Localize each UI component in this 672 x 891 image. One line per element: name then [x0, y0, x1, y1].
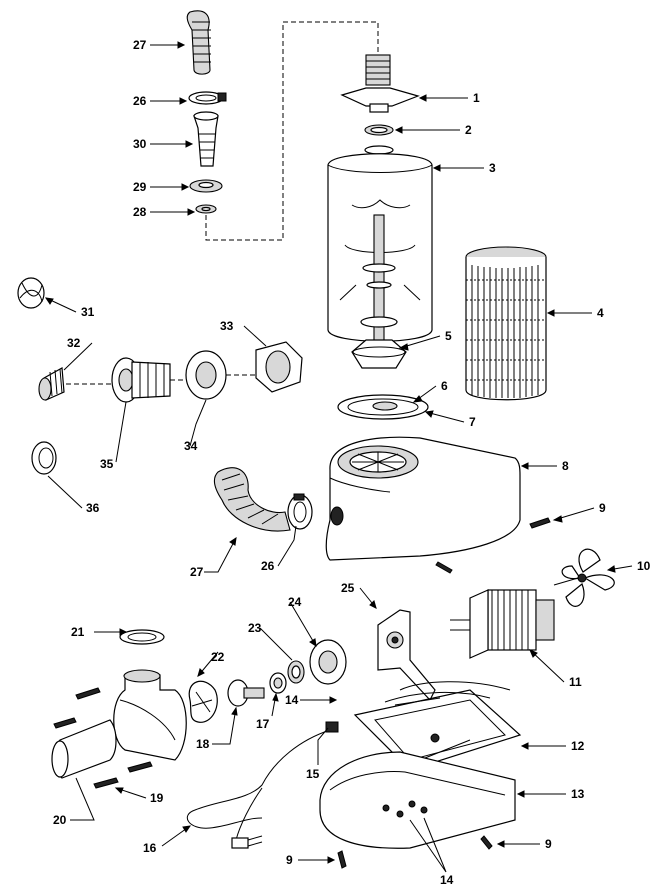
- screw-pump-4: [93, 777, 119, 789]
- part-29-nut: [189, 179, 223, 193]
- callout-11: 11: [569, 675, 582, 689]
- callout-26-lower: 26: [261, 559, 275, 573]
- part-4-pleated-cartridge: [465, 246, 547, 401]
- part-18-impeller-hub: [227, 679, 265, 707]
- part-8-housing: [325, 436, 521, 561]
- callout-26: 26: [133, 94, 147, 108]
- callout-labels: 27 26 30 29 28 1 2 3 4 5 6 7 8 9 10 11 1…: [53, 38, 651, 887]
- screw-pump-1: [75, 687, 101, 700]
- part-32-strainer: [38, 367, 65, 401]
- part-11-motor: [450, 577, 579, 659]
- part-34-gasket: [185, 350, 227, 400]
- callout-29: 29: [133, 180, 147, 194]
- part-25-bracket: [377, 609, 436, 702]
- part-36-ring: [31, 441, 57, 475]
- part-6-7-gasket: [337, 394, 429, 420]
- part-27-hose-lower: [213, 467, 291, 532]
- assembly-dashed-line: [205, 21, 379, 241]
- callout-14-upper: 14: [285, 693, 299, 707]
- screw-pump-3: [127, 761, 153, 773]
- part-30-threaded-adapter: [193, 111, 219, 167]
- part-2-o-ring: [364, 124, 394, 136]
- callout-1: 1: [473, 91, 480, 105]
- part-26-clamp-lower: [287, 493, 313, 530]
- callout-13: 13: [571, 787, 585, 801]
- part-27-hose-top: [186, 10, 211, 75]
- part-15-switch: [325, 721, 339, 733]
- callout-10: 10: [637, 559, 651, 573]
- part-31-cap: [17, 277, 45, 309]
- callout-31: 31: [81, 305, 95, 319]
- screw-9-lower-right: [480, 835, 493, 850]
- screw-housing-bottom: [435, 561, 453, 574]
- callout-36: 36: [86, 501, 100, 515]
- screw-9-upper: [529, 517, 551, 529]
- part-22-impeller: [188, 680, 218, 723]
- callout-33: 33: [220, 319, 234, 333]
- callout-30: 30: [133, 137, 147, 151]
- callout-23: 23: [248, 621, 262, 635]
- callout-9-lower-left: 9: [286, 853, 293, 867]
- motor-wiring: [384, 681, 511, 703]
- part-16-power-cord: [186, 729, 331, 849]
- part-24-plate: [309, 639, 347, 685]
- callout-16: 16: [143, 841, 157, 855]
- callout-21: 21: [71, 625, 85, 639]
- part-20-pump-housing: [51, 629, 187, 779]
- callout-8: 8: [562, 459, 569, 473]
- callout-6: 6: [441, 379, 448, 393]
- callout-7: 7: [469, 415, 476, 429]
- part-28-washer: [195, 204, 217, 214]
- callout-27: 27: [133, 38, 147, 52]
- part-10-fan: [561, 548, 615, 607]
- callout-20: 20: [53, 813, 67, 827]
- callout-24: 24: [288, 595, 302, 609]
- callout-28: 28: [133, 205, 147, 219]
- callout-25: 25: [341, 581, 355, 595]
- screw-pump-2: [53, 717, 77, 729]
- part-5-central-post: [351, 214, 407, 369]
- callout-12: 12: [571, 739, 585, 753]
- part-26-clamp-top: [188, 91, 227, 105]
- callout-5: 5: [445, 329, 452, 343]
- callout-35: 35: [100, 457, 114, 471]
- callout-17: 17: [256, 717, 270, 731]
- callout-2: 2: [465, 123, 472, 137]
- callout-15: 15: [306, 767, 320, 781]
- part-1-top-connector: [340, 54, 420, 113]
- callout-3: 3: [489, 161, 496, 175]
- callout-34: 34: [184, 439, 198, 453]
- callout-32: 32: [67, 336, 81, 350]
- part-33-hex-nut: [255, 341, 303, 393]
- callout-18: 18: [196, 737, 210, 751]
- callout-22: 22: [211, 650, 225, 664]
- screw-9-lower-left: [337, 850, 347, 869]
- leader-lines: [44, 41, 633, 873]
- callout-4: 4: [597, 306, 604, 320]
- callout-14-lower: 14: [440, 873, 454, 887]
- part-13-base: [319, 751, 516, 849]
- part-35-bulkhead-fitting: [111, 357, 171, 403]
- callout-27-lower: 27: [190, 565, 204, 579]
- part-17-seal-ring: [269, 672, 287, 694]
- callout-9-lower-right: 9: [545, 837, 552, 851]
- callout-19: 19: [150, 791, 164, 805]
- callout-9-upper: 9: [599, 501, 606, 515]
- fitting-axis-dashed: [66, 374, 256, 385]
- part-23-seal: [287, 660, 305, 684]
